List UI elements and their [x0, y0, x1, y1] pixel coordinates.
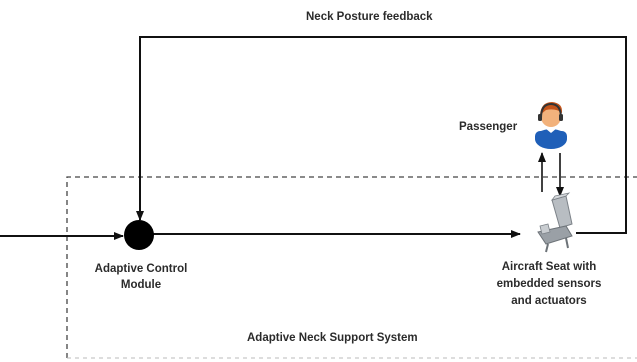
junction-node — [124, 220, 154, 250]
passenger-icon — [535, 102, 567, 149]
system-boundary — [66, 176, 637, 358]
control-module-label-line-2: Module — [120, 279, 162, 291]
feedback-label: Neck Posture feedback — [306, 11, 433, 23]
seat-label-line-2: embedded sensors — [496, 278, 602, 290]
aircraft-seat-icon — [537, 192, 573, 253]
feedback-loop-line — [136, 36, 627, 234]
seat-label-line-3: and actuators — [511, 295, 587, 307]
seat-label: Aircraft Seat with embedded sensors and … — [484, 259, 614, 310]
control-module-label: Adaptive Control Module — [76, 261, 206, 293]
seat-label-line-1: Aircraft Seat with — [501, 261, 597, 273]
passenger-label: Passenger — [459, 121, 518, 133]
control-module-label-line-1: Adaptive Control — [94, 263, 188, 275]
system-label: Adaptive Neck Support System — [247, 332, 418, 344]
